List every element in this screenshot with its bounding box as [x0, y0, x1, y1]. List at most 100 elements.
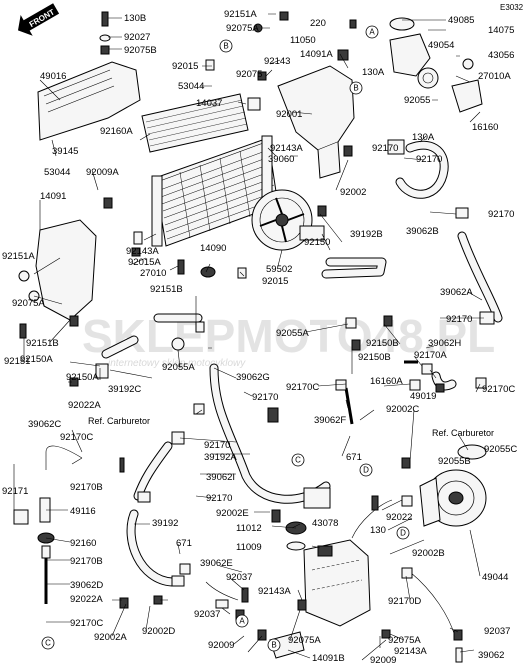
watermark-text-c: 48 — [373, 310, 424, 362]
part-label-c26: 130A — [412, 132, 435, 143]
part-label-c105: 92009 — [208, 640, 234, 651]
part-label-c95: 39062D — [70, 580, 103, 591]
part-label-c88: 11009 — [236, 542, 262, 553]
part-label-c73: 39192A — [204, 452, 237, 463]
part-label-c68: 49019 — [410, 391, 436, 402]
ref-marker-c-bottom — [41, 636, 55, 650]
part-label-c24: 39145 — [52, 146, 78, 157]
part-label-c77: 39062I — [206, 472, 235, 483]
part-label-c37: 92150 — [304, 237, 330, 248]
part-label-c44: 59502 — [266, 264, 292, 275]
ref-marker-b-bottom — [267, 638, 281, 652]
part-label-c96: 92037 — [226, 572, 252, 583]
part-label-c35: 92170 — [488, 209, 514, 220]
ref-marker-b-top — [219, 39, 233, 53]
part-label-c28: 39060 — [268, 154, 294, 165]
ref-marker-a-bottom — [235, 614, 249, 628]
part-label-c14: 49054 — [428, 40, 454, 51]
part-label-c99: 92002D — [142, 626, 175, 637]
svg-text:D: D — [400, 529, 406, 538]
svg-text:B: B — [271, 641, 276, 650]
part-label-c74: 671 — [346, 452, 362, 463]
part-label-c40: 14090 — [200, 243, 226, 254]
thermostat-housing-shape — [389, 17, 483, 113]
part-label-c48: 39062A — [440, 287, 473, 298]
part-label-c92: 92170B — [70, 556, 103, 567]
part-label-c5: 92075A — [226, 23, 259, 34]
part-label-c31: 92009A — [86, 167, 119, 178]
left-shroud-shape — [37, 61, 141, 141]
svg-text:D: D — [363, 466, 369, 475]
front-direction-arrow: FRONT — [18, 3, 60, 36]
part-label-c70: 92002C — [386, 404, 419, 415]
part-label-c100: 92002A — [94, 632, 127, 643]
part-label-c27: 16160 — [472, 122, 498, 133]
part-label-c104: 92170C — [70, 618, 103, 629]
part-callouts: 130B 92027 92075B 92151A 92075A 220 4908… — [2, 9, 517, 664]
part-label-c57: 92150A — [66, 372, 99, 383]
svg-text:B: B — [353, 84, 358, 93]
part-label-c56: 39062H — [428, 338, 461, 349]
right-shroud-shape — [277, 65, 355, 179]
part-label-c43: 27010 — [140, 268, 166, 279]
part-label-c78: 92171 — [2, 486, 28, 497]
ref-marker-d-pump — [396, 526, 410, 540]
svg-text:A: A — [369, 28, 375, 37]
water-pump-shape — [419, 444, 487, 527]
part-label-c103: 92037 — [194, 609, 220, 620]
part-label-c76: 92055C — [484, 444, 517, 455]
part-label-c23: 92055 — [404, 95, 430, 106]
watermark-tagline: internetowy sklep motocyklowy — [108, 358, 246, 369]
part-label-c51: 92055A — [276, 328, 309, 339]
part-label-c13: 14091A — [300, 49, 333, 60]
svg-text:A: A — [239, 617, 245, 626]
part-label-c3: 92075B — [124, 45, 157, 56]
part-label-c21: 92160A — [100, 126, 133, 137]
part-label-c84: 92022 — [386, 512, 412, 523]
part-label-c22: 92001 — [276, 109, 302, 120]
ref-marker-a-top — [365, 25, 379, 39]
part-label-c75: 92055B — [438, 456, 471, 467]
part-label-c1: 130B — [124, 13, 146, 24]
part-label-c9: 49016 — [40, 71, 66, 82]
part-label-c102: 92037 — [484, 626, 510, 637]
part-label-c38: 39192B — [350, 229, 383, 240]
part-label-c71: 92170C — [60, 432, 93, 443]
part-label-c55: 92150B — [366, 338, 399, 349]
part-label-c67: 39062F — [314, 415, 346, 426]
part-label-c72: 92170 — [204, 440, 230, 451]
part-label-c101: 92143A — [258, 586, 291, 597]
part-label-c97: 92022A — [70, 594, 103, 605]
reference-markers: B A B C D D A B C — [41, 25, 410, 652]
svg-text:C: C — [45, 639, 51, 648]
side-cover-shape — [35, 219, 97, 321]
part-label-c34: 14091 — [40, 191, 66, 202]
part-label-c16: 14037 — [196, 98, 222, 109]
part-label-c30: 53044 — [44, 167, 70, 178]
part-label-c85: 39192 — [152, 518, 178, 529]
part-label-c47: 92151B — [150, 284, 183, 295]
ref-marker-d-mid — [359, 463, 373, 477]
part-label-c63: 92170C — [286, 382, 319, 393]
part-label-c15: 43056 — [488, 50, 514, 61]
part-label-c46: 92075A — [12, 298, 45, 309]
part-label-c98: 92170D — [388, 596, 421, 607]
part-label-c69: 39062C — [28, 419, 61, 430]
part-label-c12: 11050 — [290, 35, 316, 46]
part-label-c32: 92170 — [416, 154, 442, 165]
part-label-c7: 49085 — [448, 15, 474, 26]
part-label-c6: 220 — [310, 18, 326, 29]
reserve-tank-shape — [303, 539, 371, 627]
svg-text:C: C — [295, 456, 301, 465]
part-label-c18: 92143 — [264, 56, 290, 67]
part-label-c93: 39062E — [200, 558, 233, 569]
part-label-c19: 130A — [362, 67, 385, 78]
part-label-c53: 92150A — [20, 354, 53, 365]
svg-text:B: B — [223, 42, 228, 51]
part-label-c83: 130 — [370, 525, 386, 536]
part-label-c49: 92151B — [26, 338, 59, 349]
part-label-c50: 92151 — [4, 356, 30, 367]
part-label-c65: 92170 — [252, 392, 278, 403]
part-label-c106: 92075A — [288, 635, 321, 646]
